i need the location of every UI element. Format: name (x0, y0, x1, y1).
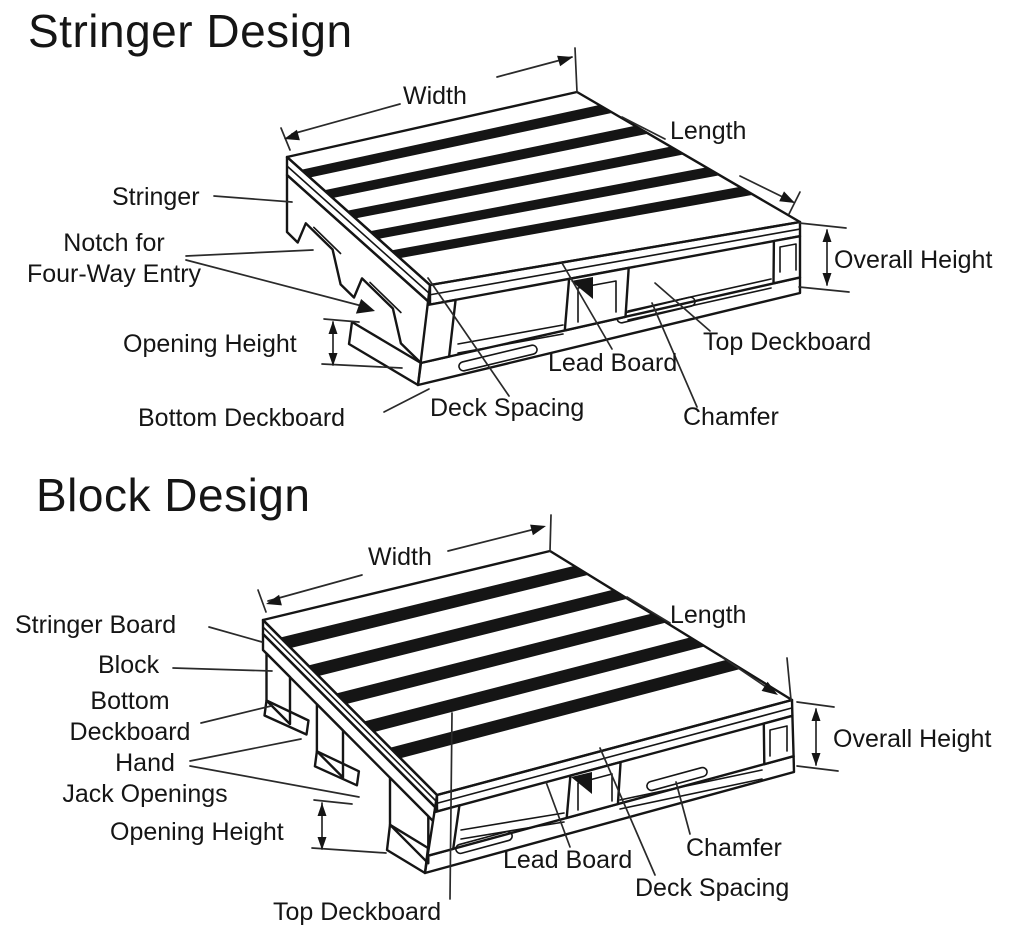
stringer-label: Stringer (112, 183, 200, 211)
block-pallet-drawing (261, 549, 796, 875)
middle-block (315, 703, 345, 779)
notch-arrowhead (355, 299, 375, 314)
notch-four-way-label: Notch for Four-Way Entry (14, 228, 214, 289)
chamfer-slot (455, 830, 513, 855)
block-end-right (762, 714, 795, 766)
hand-jack-openings-label: Hand Jack Openings (50, 748, 240, 809)
stringer-deck-gaps (301, 105, 754, 259)
overall-height-label-stringer: Overall Height (834, 246, 993, 274)
block-label: Block (98, 651, 160, 679)
top-deckboard-label-stringer: Top Deckboard (703, 328, 872, 356)
hand-jack-line1: Hand (115, 749, 175, 777)
lead-board-label-block: Lead Board (503, 846, 633, 874)
stringer-end-near (419, 298, 457, 365)
stringer-front-face (416, 220, 802, 387)
opening-height-dimension-top (321, 318, 403, 369)
block-annotations (172, 514, 839, 900)
stringer-design-title: Stringer Design (28, 5, 353, 57)
stringer-annotations (185, 47, 850, 413)
chamfer-label-block: Chamfer (686, 834, 782, 862)
notch-label-line2: Four-Way Entry (26, 259, 202, 288)
bottom-deckboard-line2: Deckboard (69, 717, 191, 746)
overall-height-dimension-bottom (796, 701, 839, 772)
stringer-leader-lines (185, 195, 711, 413)
stringer-board-label: Stringer Board (15, 611, 177, 639)
corner-block (265, 652, 292, 726)
opening-height-label-block: Opening Height (110, 818, 284, 846)
block-leader-lines (172, 626, 691, 900)
chamfer-slot (646, 766, 708, 792)
overall-height-label-block: Overall Height (833, 725, 992, 753)
chamfer-mark (571, 277, 593, 299)
bottom-deckboard-band (416, 276, 802, 387)
chamfer-label-stringer: Chamfer (683, 403, 779, 431)
block-design-title: Block Design (36, 469, 311, 521)
width-label-stringer: Width (403, 82, 467, 110)
width-label-block: Width (368, 543, 432, 571)
hand-jack-line2: Jack Openings (62, 779, 228, 808)
opening-height-dimension-bottom (311, 799, 387, 854)
length-dimension-top (621, 116, 801, 215)
width-dimension-bottom (257, 514, 552, 613)
bottom-deckboard-line1: Bottom (90, 687, 170, 715)
overall-height-dimension-top (798, 222, 850, 293)
block-deck-gaps (280, 565, 742, 759)
deck-spacing-label-stringer: Deck Spacing (430, 394, 585, 422)
chamfer-slot (458, 344, 538, 372)
bottom-deckboard-label-stringer: Bottom Deckboard (138, 404, 346, 432)
length-label-stringer: Length (670, 117, 747, 145)
length-dimension-bottom (626, 596, 792, 701)
notch-label-line1: Notch for (63, 229, 165, 257)
bottom-deckboard-label-block: Bottom Deckboard (50, 686, 210, 747)
lead-board-label-stringer: Lead Board (548, 349, 678, 377)
deck-spacing-label-block: Deck Spacing (635, 874, 790, 902)
top-deckboard-label-block: Top Deckboard (273, 898, 442, 926)
near-block (388, 776, 430, 865)
width-dimension-top (280, 47, 578, 151)
stringer-pallet-drawing (285, 90, 802, 387)
stringer-end-center (563, 266, 630, 332)
length-label-block: Length (670, 601, 747, 629)
opening-height-label-stringer: Opening Height (123, 330, 297, 358)
chamfer-mark (571, 772, 592, 794)
